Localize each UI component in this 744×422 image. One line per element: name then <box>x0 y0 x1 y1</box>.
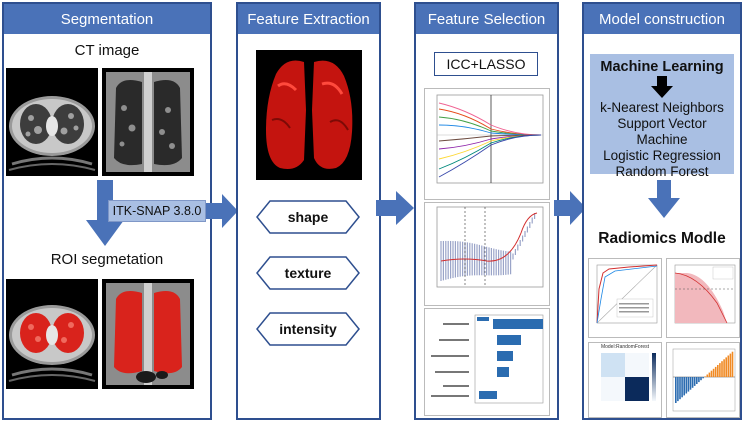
segmentation-panel: Segmentation CT image <box>2 2 212 420</box>
machine-learning-title: Machine Learning <box>600 59 724 75</box>
feature-selection-header: Feature Selection <box>416 4 557 34</box>
arrow-to-feature-extraction-icon <box>206 194 238 228</box>
model-down-arrow-icon <box>648 180 680 218</box>
confusion-matrix-title: Model:RandomForest <box>600 344 650 350</box>
arrow-to-feature-selection-icon <box>376 191 414 225</box>
roi-segmentation-label: ROI segmetation <box>50 251 164 268</box>
feature-extraction-panel: Feature Extraction shape texture intensi… <box>236 2 381 420</box>
algorithm-svm: Support Vector Machine <box>617 116 707 147</box>
feature-shape-label: shape <box>287 209 329 225</box>
algorithm-logistic-regression: Logistic Regression <box>603 148 721 163</box>
ct-axial-image <box>6 68 98 176</box>
risk-score-waterfall-plot <box>666 342 740 418</box>
feature-intensity-label: intensity <box>279 321 337 337</box>
arrow-to-model-construction-icon <box>554 191 586 225</box>
decision-curve-plot <box>666 258 740 338</box>
ml-down-arrow-icon <box>651 76 673 98</box>
algorithm-random-forest: Random Forest <box>615 164 709 179</box>
feature-coefficient-bar-plot <box>424 308 550 416</box>
algorithm-knn: k-Nearest Neighbors <box>600 100 724 115</box>
down-arrow-icon <box>86 180 124 246</box>
feature-texture-label: texture <box>284 265 332 281</box>
selection-method-box: ICC+LASSO <box>434 52 538 76</box>
ct-image-label: CT image <box>74 42 140 59</box>
confusion-matrix-plot: Model:RandomForest <box>588 342 662 418</box>
feature-intensity-hexagon: intensity <box>256 312 360 346</box>
roc-curve-plot <box>588 258 662 338</box>
feature-texture-hexagon: texture <box>256 256 360 290</box>
feature-shape-hexagon: shape <box>256 200 360 234</box>
ct-coronal-image <box>102 68 194 176</box>
lasso-coefficient-plot <box>424 88 550 200</box>
model-construction-header: Model construction <box>584 4 740 34</box>
roi-coronal-image <box>102 279 194 389</box>
roi-axial-image <box>6 279 98 389</box>
lasso-cv-plot <box>424 202 550 306</box>
feature-selection-panel: Feature Selection ICC+LASSO <box>414 2 559 420</box>
feature-extraction-header: Feature Extraction <box>238 4 379 34</box>
lung-3d-render-image <box>256 50 362 180</box>
itk-snap-tool-box: ITK-SNAP 3.8.0 <box>108 200 206 222</box>
machine-learning-box: Machine Learning k-Nearest Neighbors Sup… <box>590 54 734 179</box>
radiomics-model-title: Radiomics Modle <box>598 230 726 247</box>
segmentation-header: Segmentation <box>4 4 210 34</box>
model-construction-panel: Model construction Machine Learning k-Ne… <box>582 2 742 420</box>
